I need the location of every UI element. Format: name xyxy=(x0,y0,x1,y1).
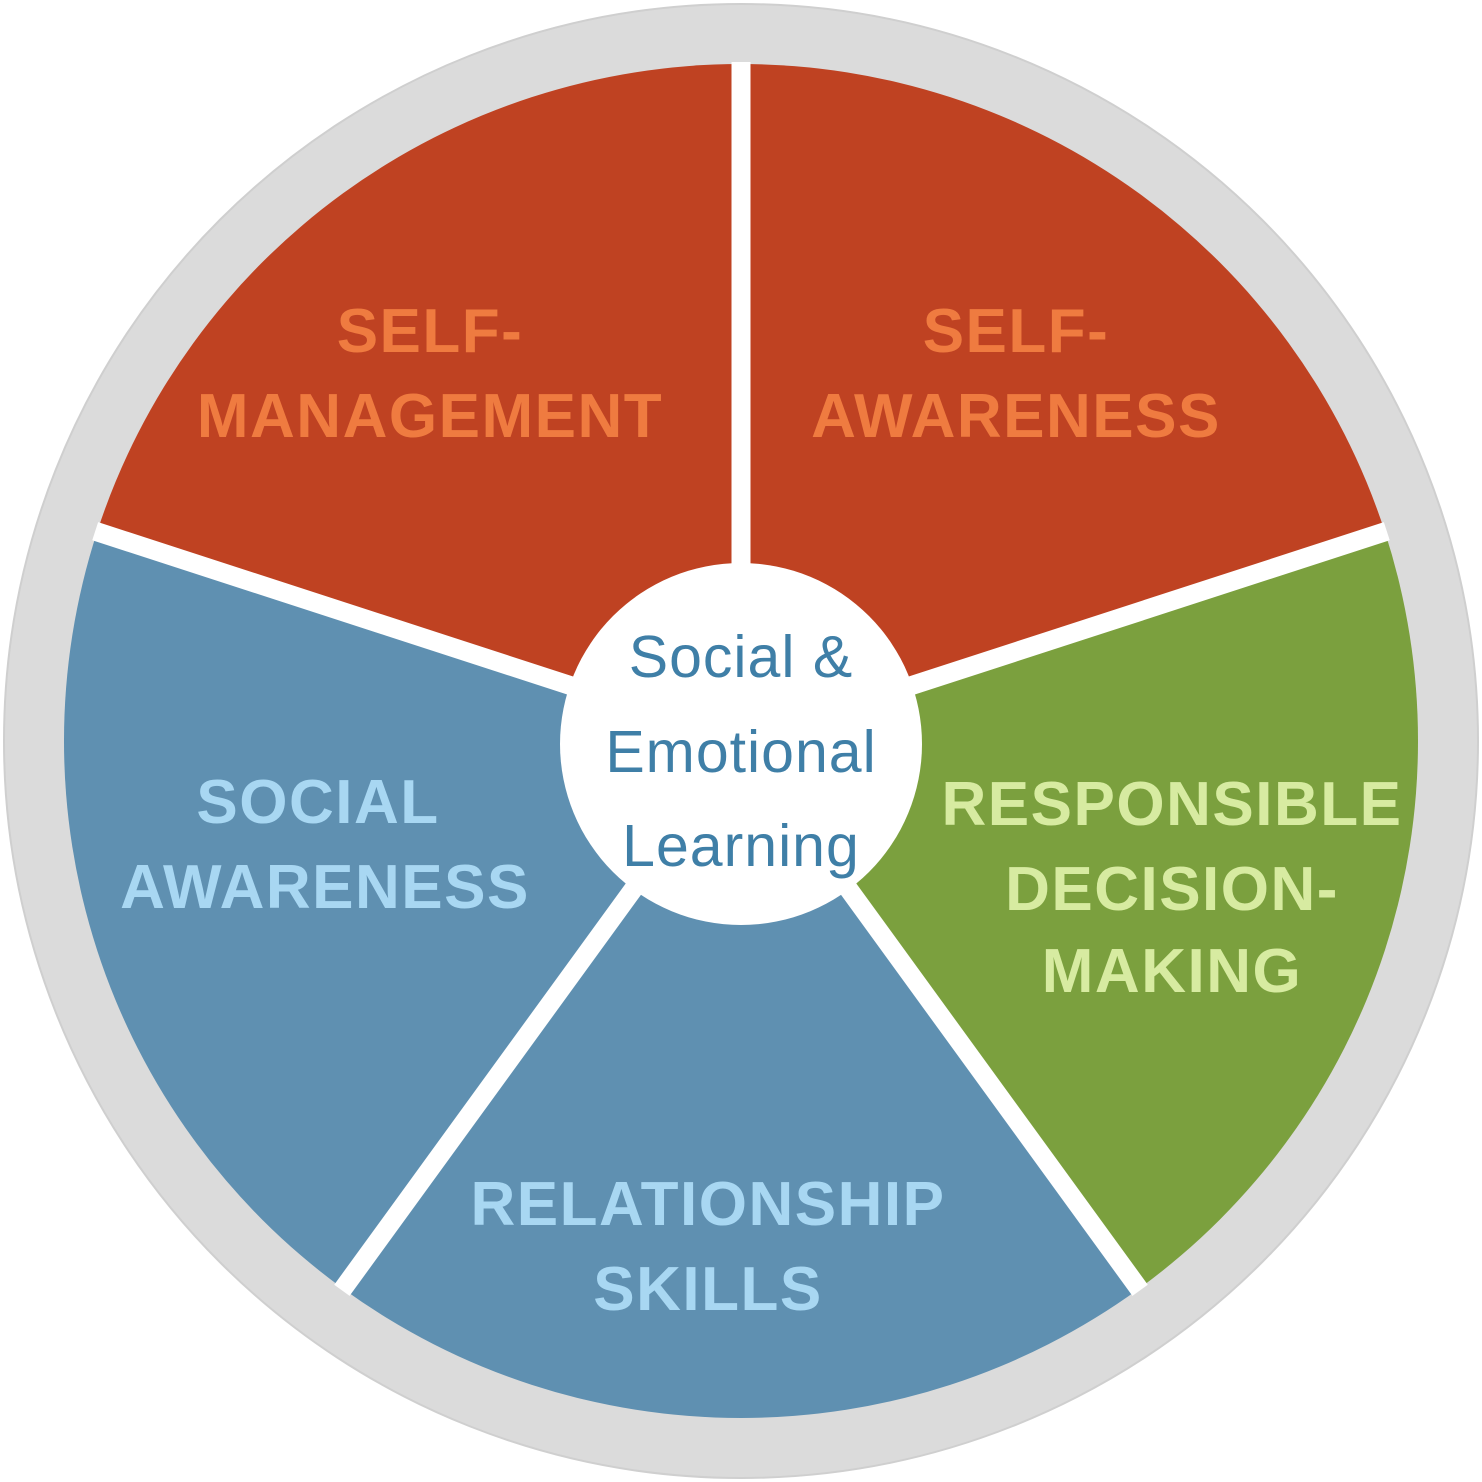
center-text: Social & Emotional Learning xyxy=(605,624,876,879)
label-relationship-skills-line-1: RELATIONSHIP xyxy=(471,1170,946,1239)
label-relationship-skills-line-2: SKILLS xyxy=(593,1255,822,1324)
label-responsible-decision-making-line-1: RESPONSIBLE xyxy=(942,770,1403,839)
label-self-awareness-line-1: SELF- xyxy=(923,297,1110,366)
segment-relationship-skills xyxy=(343,741,1139,1419)
segment-self-management xyxy=(97,64,741,741)
center-circle xyxy=(560,563,922,925)
segments xyxy=(63,64,1419,1419)
label-social-awareness-line-2: AWARENESS xyxy=(120,853,530,922)
label-responsible-decision-making-line-2: DECISION- xyxy=(1005,855,1339,924)
center-text-line-1: Social & xyxy=(629,624,853,690)
label-self-awareness-line-2: AWARENESS xyxy=(811,382,1221,451)
label-responsible-decision-making-line-3: MAKING xyxy=(1042,937,1302,1006)
label-self-management-line-2: MANAGEMENT xyxy=(197,382,663,451)
center-text-line-2: Emotional xyxy=(605,719,876,785)
label-social-awareness-line-1: SOCIAL xyxy=(196,768,439,837)
center-text-line-3: Learning xyxy=(622,813,860,879)
label-self-management-line-1: SELF- xyxy=(337,297,524,366)
segment-self-awareness xyxy=(741,64,1385,741)
segment-labels: SELF- AWARENESS RESPONSIBLE DECISION- MA… xyxy=(120,297,1403,1324)
